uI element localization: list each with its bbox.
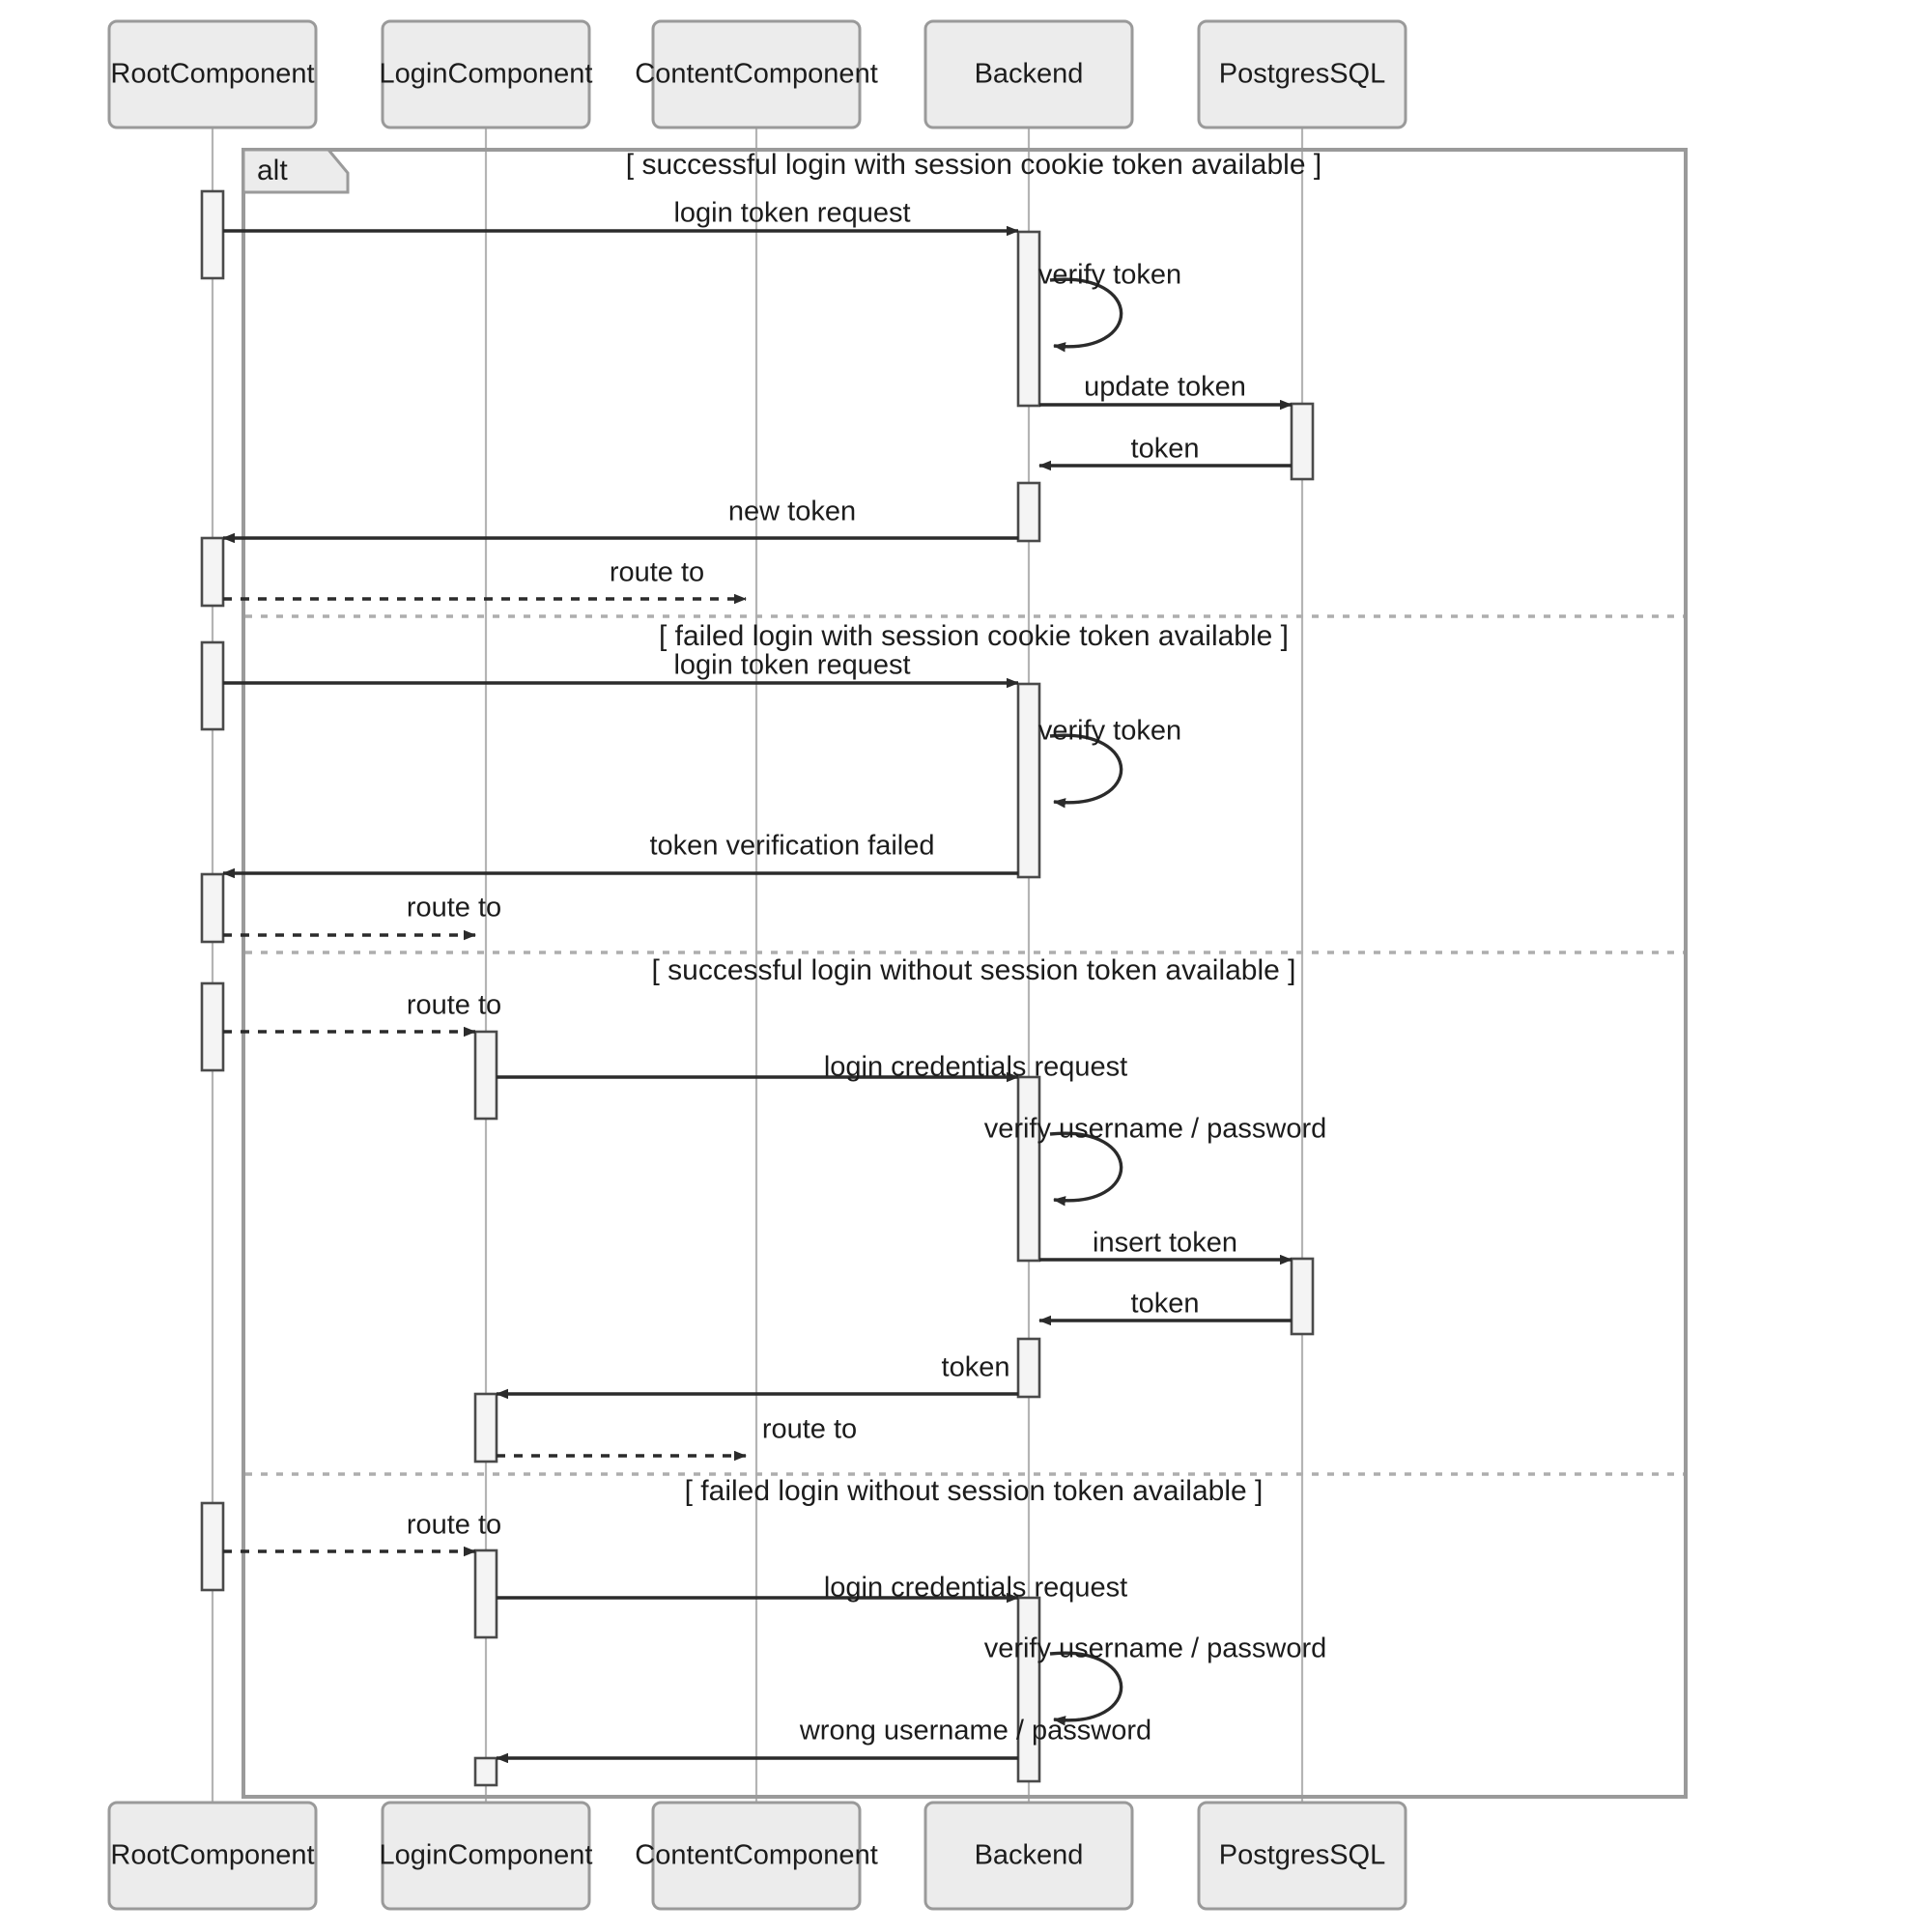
participant-label-footer-content: ContentComponent: [635, 1840, 878, 1871]
alt-fragment-layer: alt: [242, 148, 1688, 1799]
message-m9: token verification failed: [222, 831, 1018, 879]
alt-fragment-tab: [242, 148, 350, 194]
alt-fragment-border: [242, 148, 1688, 1799]
participant-label-footer-root: RootComponent: [110, 1840, 314, 1871]
message-m13: verify username / password: [984, 1114, 1327, 1207]
message-label: update token: [1084, 372, 1246, 403]
message-label: route to: [407, 893, 501, 923]
activation-bar-root: [200, 1501, 225, 1592]
message-label: insert token: [1093, 1228, 1237, 1259]
message-label: login token request: [673, 650, 910, 681]
participant-box-footer-postgres[interactable]: [1197, 1801, 1407, 1911]
message-m20: verify username / password: [984, 1634, 1327, 1726]
message-m7: login token request: [223, 650, 1019, 689]
guard-condition-1: [ successful login with session cookie t…: [626, 149, 1321, 181]
message-m17: route to: [497, 1414, 857, 1462]
message-label: token: [1131, 1289, 1200, 1320]
message-m1: login token request: [223, 198, 1019, 237]
activation-bar-postgres: [1290, 1257, 1315, 1336]
message-label: verify username / password: [984, 1634, 1327, 1664]
message-m18: route to: [223, 1510, 501, 1557]
activation-bar-login: [473, 1548, 498, 1639]
activation-bars-layer: [200, 189, 1315, 1787]
guard-condition-2: [ failed login with session cookie token…: [659, 620, 1289, 652]
messages-layer: login token request verify token update to…: [222, 198, 1327, 1764]
alt-fragment-operator-label: alt: [257, 155, 288, 186]
participant-box-footer-content[interactable]: [651, 1801, 862, 1911]
self-message-arrow: [1049, 1131, 1123, 1207]
participant-label-header-content: ContentComponent: [635, 59, 878, 90]
message-m12: login credentials request: [497, 1052, 1127, 1083]
message-label: wrong username / password: [799, 1716, 1151, 1747]
activation-bar-root: [200, 189, 225, 280]
activation-bar-backend: [1016, 230, 1041, 408]
participant-box-header-content[interactable]: [651, 19, 862, 129]
self-message-arrow: [1049, 277, 1123, 353]
message-label: login token request: [673, 198, 910, 229]
message-label: token verification failed: [650, 831, 935, 862]
participant-label-header-postgres: PostgresSQL: [1219, 59, 1385, 90]
message-label: verify token: [1038, 260, 1181, 291]
message-m2: verify token: [1038, 260, 1181, 353]
activation-bar-root: [200, 640, 225, 731]
guard-condition-3: [ successful login without session token…: [651, 954, 1295, 986]
message-m19: login credentials request: [497, 1573, 1127, 1604]
message-m14: insert token: [1039, 1228, 1293, 1265]
message-label: route to: [762, 1414, 857, 1445]
activation-bar-backend: [1016, 1596, 1041, 1783]
participant-label-header-backend: Backend: [975, 59, 1084, 90]
activation-bar-login: [473, 1756, 498, 1787]
message-label: token: [1131, 434, 1200, 465]
activation-bar-postgres: [1290, 402, 1315, 481]
message-label: route to: [407, 990, 501, 1021]
participant-box-footer-root[interactable]: [107, 1801, 318, 1911]
message-m11: route to: [223, 990, 501, 1037]
activation-bar-backend: [1016, 682, 1041, 879]
message-m21: wrong username / password: [496, 1716, 1151, 1764]
message-label: route to: [610, 557, 704, 588]
participant-box-footer-login[interactable]: [381, 1801, 591, 1911]
message-m5: new token: [222, 497, 1018, 544]
participant-label-footer-postgres: PostgresSQL: [1219, 1840, 1385, 1871]
activation-bar-login: [473, 1030, 498, 1121]
activation-bar-root: [200, 981, 225, 1072]
message-label: route to: [407, 1510, 501, 1541]
participant-label-footer-login: LoginComponent: [380, 1840, 593, 1871]
guard-conditions-layer: [ successful login with session cookie t…: [626, 149, 1321, 1507]
guard-condition-4: [ failed login without session token ava…: [685, 1475, 1264, 1507]
message-label: login credentials request: [824, 1573, 1127, 1604]
message-m15: token: [1038, 1289, 1292, 1326]
participant-box-header-backend[interactable]: [923, 19, 1134, 129]
participant-label-header-login: LoginComponent: [380, 59, 593, 90]
participant-label-header-root: RootComponent: [110, 59, 314, 90]
message-m16: token: [496, 1352, 1018, 1400]
message-label: token: [942, 1352, 1010, 1383]
message-label: login credentials request: [824, 1052, 1127, 1083]
participant-box-header-root[interactable]: [107, 19, 318, 129]
message-m4: token: [1038, 434, 1292, 471]
message-m8: verify token: [1038, 716, 1181, 809]
participant-label-footer-backend: Backend: [975, 1840, 1084, 1871]
participant-box-header-postgres[interactable]: [1197, 19, 1407, 129]
activation-bar-root: [200, 872, 225, 944]
activation-bar-backend: [1016, 1337, 1041, 1399]
message-m6: route to: [223, 557, 747, 605]
activation-bar-backend: [1016, 1075, 1041, 1263]
self-message-arrow: [1049, 1651, 1123, 1726]
message-label: new token: [728, 497, 856, 527]
participant-box-header-login[interactable]: [381, 19, 591, 129]
message-label: verify username / password: [984, 1114, 1327, 1145]
message-m10: route to: [223, 893, 501, 941]
self-message-arrow: [1049, 733, 1123, 809]
activation-bar-root: [200, 536, 225, 608]
participant-box-footer-backend[interactable]: [923, 1801, 1134, 1911]
activation-bar-backend: [1016, 481, 1041, 543]
message-m3: update token: [1039, 372, 1293, 411]
fragment-dividers-layer: [245, 614, 1684, 1476]
message-label: verify token: [1038, 716, 1181, 747]
activation-bar-login: [473, 1392, 498, 1463]
